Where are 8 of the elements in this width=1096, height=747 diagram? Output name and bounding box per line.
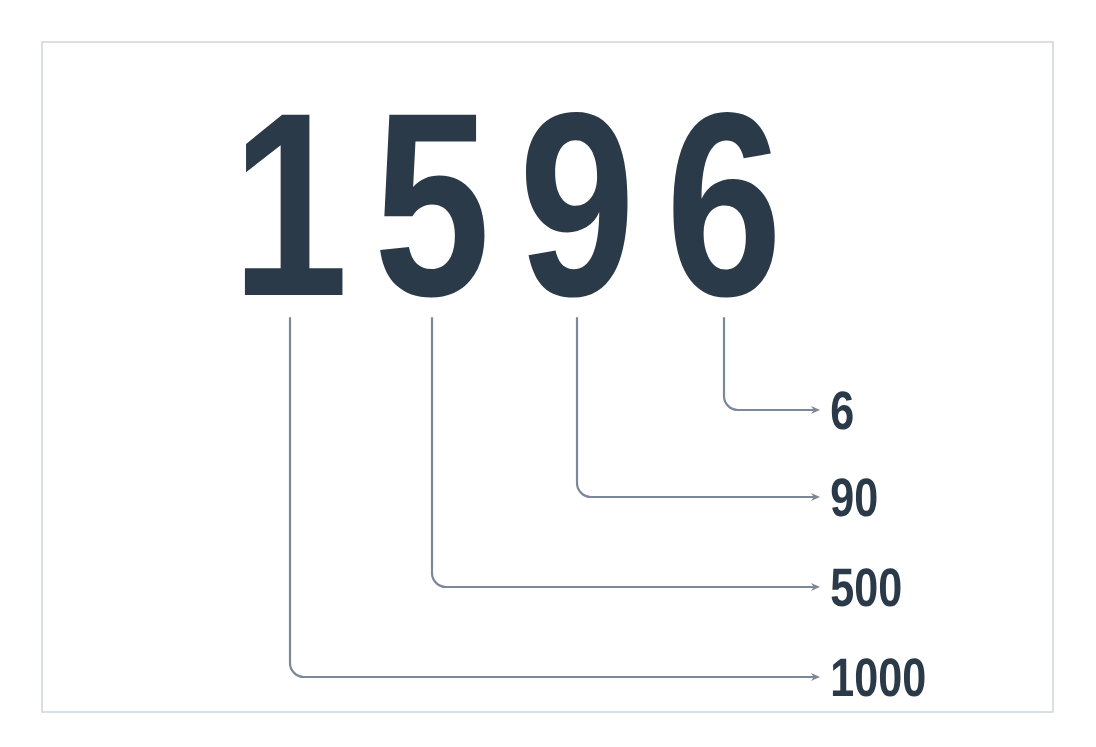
place-value: 90: [831, 478, 877, 517]
place-value: 500: [831, 568, 901, 607]
digit: 1: [244, 114, 343, 295]
digit: 6: [673, 112, 775, 298]
place-value: 1000: [832, 658, 925, 697]
digit: 5: [380, 114, 485, 298]
digit: 9: [526, 112, 628, 298]
place-value: 6: [831, 391, 853, 430]
